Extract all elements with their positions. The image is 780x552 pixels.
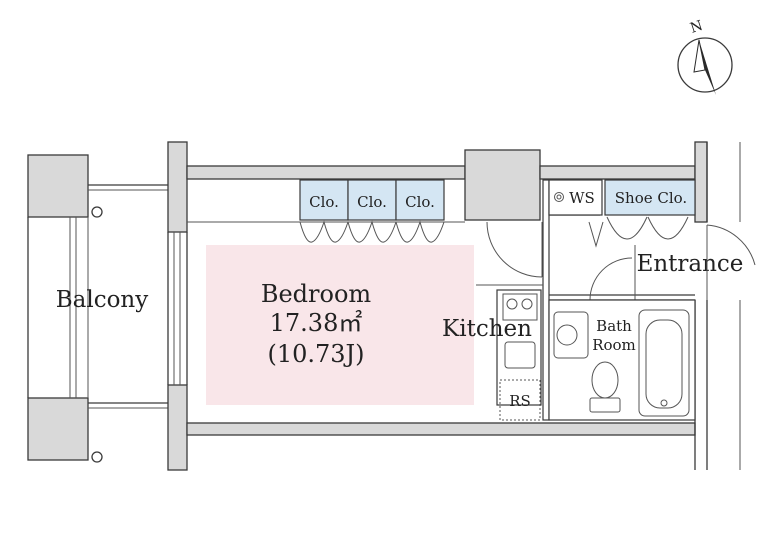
bedroom-area-j-label: (10.73J) [267, 340, 364, 368]
balcony-structure [27, 154, 168, 463]
shoe-closet-door-icon [606, 216, 648, 240]
compass-circle [677, 37, 733, 93]
kitchen-sink-icon [504, 341, 536, 369]
entrance: Entrance [637, 224, 756, 300]
closet-3-label: Clo. [405, 193, 435, 211]
bedroom-area [206, 245, 474, 405]
washer-arrow-icon [588, 221, 604, 248]
compass-needle-back-icon [693, 39, 706, 73]
closet-2-door-icon [347, 220, 397, 243]
closet-2-label: Clo. [357, 193, 387, 211]
bath-room: Bath Room [548, 299, 696, 421]
walls [167, 141, 741, 471]
washer-space-box [548, 179, 603, 216]
bath-label-line2: Room [592, 336, 636, 354]
balcony-wall-top [27, 154, 89, 218]
bedroom-label: Bedroom [261, 280, 372, 308]
kitchen-label: Kitchen [442, 316, 532, 342]
closet-1-label: Clo. [309, 193, 339, 211]
compass-needle-icon [699, 40, 716, 95]
shoe-closet [604, 179, 696, 216]
compass-north-label: N [688, 18, 705, 37]
bath-label-line1: Bath [596, 317, 632, 335]
entrance-door-arc-icon [706, 224, 756, 266]
bedroom-closets: Clo. Clo. Clo. [299, 179, 445, 243]
utility: WS Shoe Clo. [548, 179, 696, 301]
closet-3 [395, 179, 445, 221]
balcony-wall-bottom [27, 397, 89, 461]
compass: N [677, 18, 733, 95]
kitchen: RS Kitchen [442, 221, 543, 421]
closet-3-door-icon [395, 220, 445, 243]
toilet-bowl-icon [591, 361, 619, 399]
bathtub-icon [638, 309, 690, 417]
shoe-closet-label: Shoe Clo. [615, 189, 687, 207]
washer-space-label: WS [569, 189, 595, 207]
rs-label: RS [509, 392, 531, 410]
bedroom-area-label: 17.38㎡ [270, 309, 363, 337]
bath-door-arc-icon [589, 257, 633, 301]
balcony-label: Balcony [56, 287, 149, 313]
bedroom: Bedroom 17.38㎡ (10.73J) [187, 221, 474, 405]
washer-drain-icon [554, 192, 564, 202]
rs-box [499, 379, 541, 421]
closet-1-door-icon [299, 220, 349, 243]
kitchen-door-arc-icon [486, 221, 543, 278]
entrance-label: Entrance [637, 251, 744, 277]
washbasin-icon [553, 311, 589, 359]
